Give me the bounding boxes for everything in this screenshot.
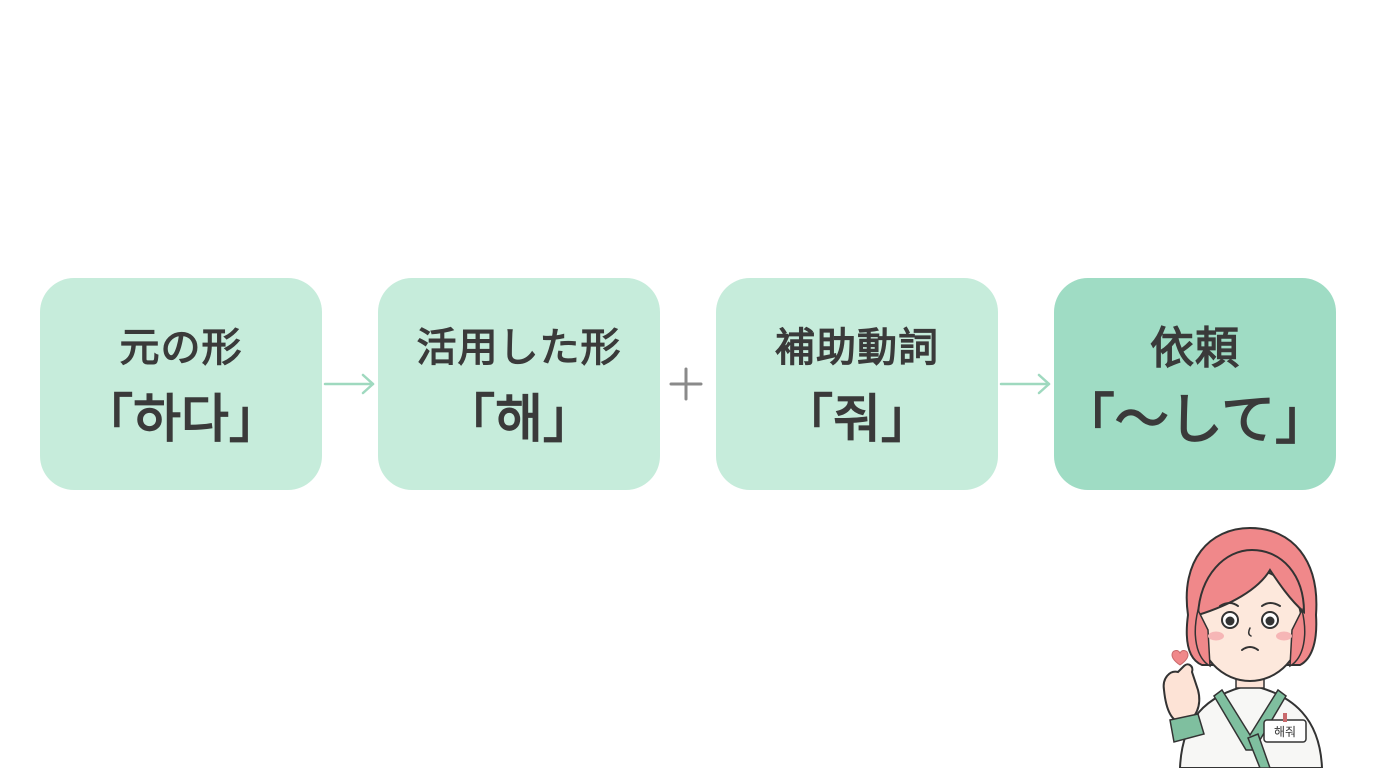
arrow-right-icon <box>323 373 375 395</box>
name-tag-text: 해줘 <box>1274 725 1296 739</box>
step-form: 「하다」 <box>81 390 281 450</box>
arrow-right-icon <box>999 373 1051 395</box>
heart-icon <box>1171 650 1189 666</box>
hand-icon <box>1162 663 1201 724</box>
step-box-auxiliary-verb: 補助動詞 「줘」 <box>716 278 998 490</box>
step-form: 「줘」 <box>781 390 933 450</box>
step-label: 活用した形 <box>416 325 622 371</box>
step-form: 「～して」 <box>1060 388 1330 451</box>
plus-icon <box>669 367 703 401</box>
step-label: 元の形 <box>119 325 243 371</box>
step-label: 補助動詞 <box>775 325 939 371</box>
step-box-original-form: 元の形 「하다」 <box>40 278 322 490</box>
step-form: 「해」 <box>443 390 595 450</box>
character-illustration: 해줘 <box>1162 526 1324 768</box>
step-box-conjugated-form: 活用した形 「해」 <box>378 278 660 490</box>
step-label: 依頼 <box>1150 323 1240 374</box>
step-box-request-result: 依頼 「～して」 <box>1054 278 1336 490</box>
